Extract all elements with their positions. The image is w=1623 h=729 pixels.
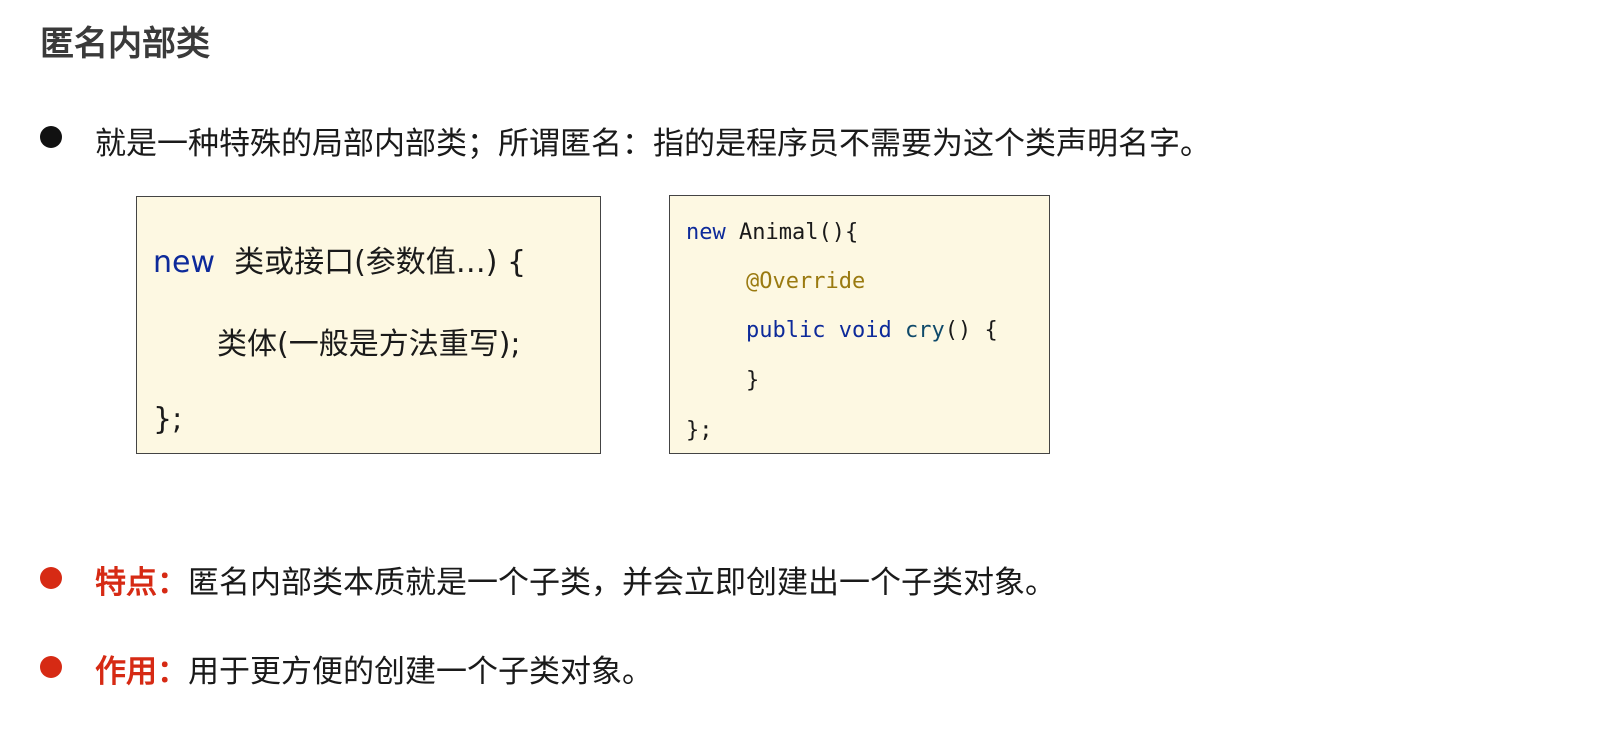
red-bullet-icon	[40, 567, 62, 589]
page-title: 匿名内部类	[40, 24, 210, 64]
code-void: void	[838, 318, 892, 343]
code-public: public	[746, 318, 826, 343]
code-method-name: cry	[904, 318, 945, 343]
code-example-box: new Animal(){ @Override public void cry(…	[669, 195, 1050, 454]
purpose-item: 作用：用于更方便的创建一个子类对象。	[95, 646, 653, 691]
red-bullet-icon	[40, 656, 62, 678]
code-annotation: @Override	[746, 269, 866, 294]
code-line5: };	[686, 418, 713, 443]
feature-item: 特点：匿名内部类本质就是一个子类，并会立即创建出一个子类对象。	[95, 557, 1056, 602]
syntax-line2: 类体(一般是方法重写);	[217, 327, 521, 362]
code-line1: Animal(){	[725, 220, 859, 245]
syntax-new-keyword: new	[153, 245, 216, 280]
intro-text: 就是一种特殊的局部内部类；所谓匿名：指的是程序员不需要为这个类声明名字。	[95, 126, 1211, 162]
code-line3-rest: () {	[944, 318, 998, 343]
bullet-icon	[40, 126, 62, 148]
syntax-line1: 类或接口(参数值…) {	[234, 245, 527, 280]
syntax-line3: };	[153, 402, 183, 437]
purpose-text: 用于更方便的创建一个子类对象。	[188, 654, 653, 690]
feature-label: 特点：	[95, 565, 188, 601]
feature-text: 匿名内部类本质就是一个子类，并会立即创建出一个子类对象。	[188, 565, 1056, 601]
purpose-label: 作用：	[95, 654, 188, 690]
code-line4: }	[746, 368, 760, 393]
code-new: new	[686, 220, 726, 245]
syntax-box: new 类或接口(参数值…) { 类体(一般是方法重写); };	[136, 196, 601, 454]
